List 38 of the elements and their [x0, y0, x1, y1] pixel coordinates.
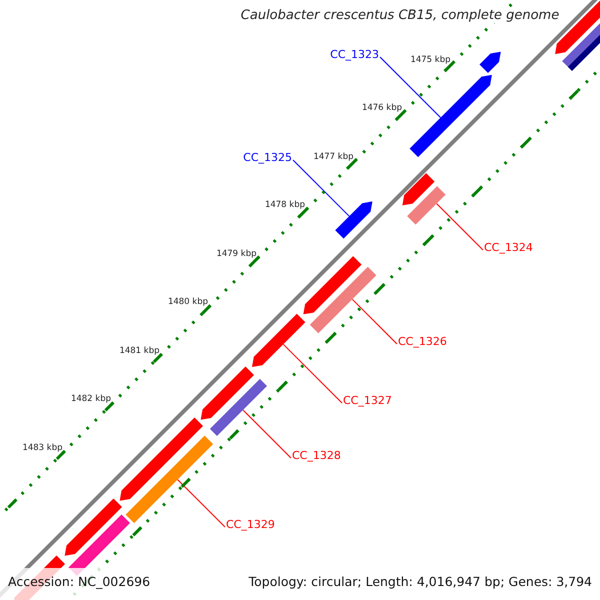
leader-line — [352, 298, 398, 344]
gene-feature — [480, 52, 501, 73]
gene-feature — [410, 74, 492, 158]
leader-line — [380, 56, 442, 118]
gene-feature — [200, 366, 254, 420]
tick-label: 1483 kbp — [22, 442, 62, 454]
footer-text: Topology: circular; Length: 4,016,947 bp; Genes: 3,794 — [248, 575, 592, 589]
gene-feature — [303, 256, 362, 314]
footer-text: Accession: NC_002696 — [8, 575, 150, 589]
tick-label: 1476 kbp — [362, 102, 402, 115]
leader-line — [436, 203, 484, 250]
gene-feature — [64, 498, 122, 556]
gene-feature — [407, 186, 446, 225]
gene-label: CC_1324 — [484, 241, 533, 255]
tick-label: 1477 kbp — [313, 150, 354, 164]
gene-label: CC_1327 — [343, 394, 392, 408]
leader-line — [282, 344, 342, 404]
leader-line — [292, 160, 350, 217]
tick-label: 1478 kbp — [264, 199, 305, 212]
gene-feature — [310, 266, 376, 334]
gene-label: CC_1323 — [330, 48, 379, 62]
gene-feature — [252, 314, 306, 367]
tick-label: 1479 kbp — [216, 248, 256, 260]
tick-label: 1481 kbp — [119, 344, 160, 358]
tick-label: 1475 kbp — [410, 54, 450, 66]
gene-feature — [402, 173, 435, 206]
gene-label: CC_1325 — [243, 151, 292, 165]
gene-feature — [210, 378, 267, 436]
tick-label: 1480 kbp — [168, 296, 208, 309]
tick-label: 1482 kbp — [70, 393, 111, 406]
gene-feature — [120, 418, 203, 501]
gene-label: CC_1326 — [398, 335, 447, 349]
gene-label: CC_1328 — [292, 449, 341, 463]
leader-line — [177, 479, 226, 528]
gene-label: CC_1329 — [226, 518, 275, 532]
leader-line — [242, 410, 292, 458]
gene-feature — [126, 436, 214, 524]
gene-feature — [335, 201, 372, 239]
